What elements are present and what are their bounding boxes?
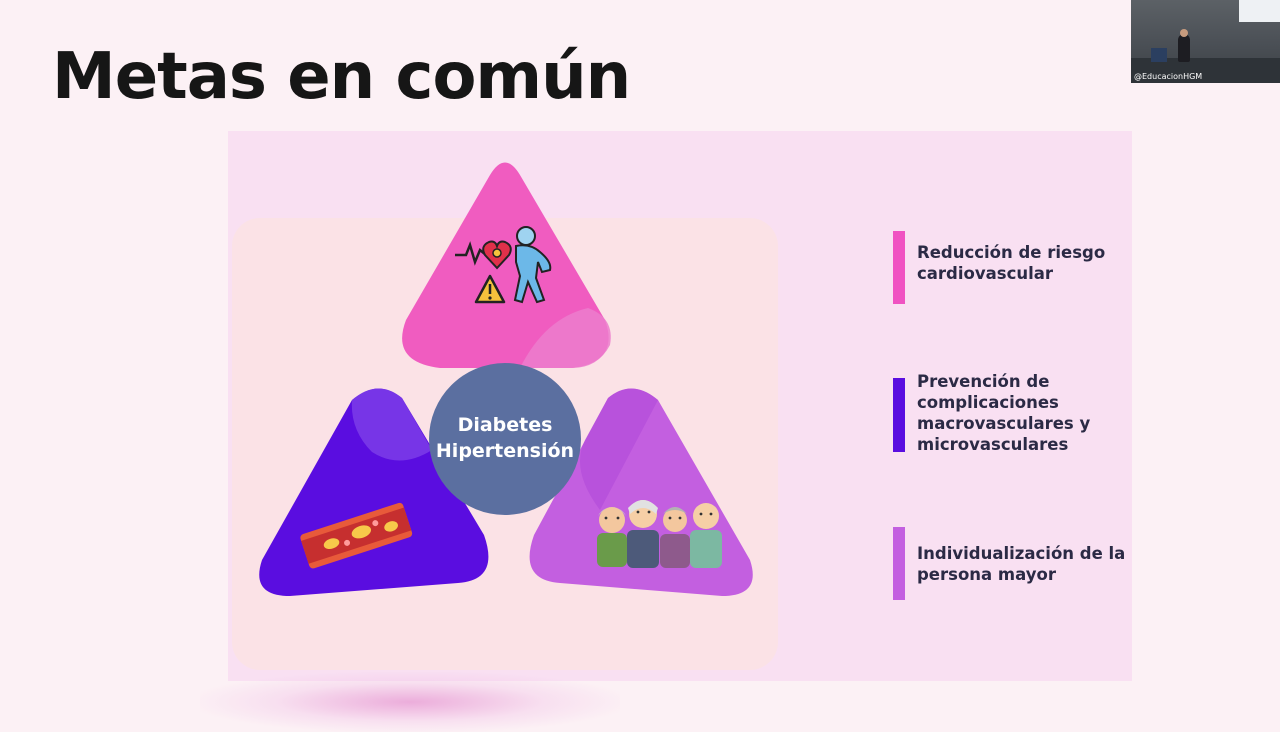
elderly-group-icon bbox=[597, 500, 722, 568]
projector-screen bbox=[1239, 0, 1280, 22]
segment-cardiovascular bbox=[402, 162, 611, 368]
pink-triangle-fold bbox=[520, 308, 611, 368]
desk bbox=[1131, 58, 1280, 83]
legend-text: Individualización de la persona mayor bbox=[917, 544, 1126, 584]
speaker-head bbox=[1180, 29, 1188, 37]
purple-triangle-fold bbox=[351, 388, 432, 461]
legend-bar-violet bbox=[893, 527, 905, 600]
heart-attack-icon bbox=[455, 226, 552, 304]
speaker bbox=[1178, 34, 1190, 62]
legend-bar-purple bbox=[893, 378, 905, 452]
blood-vessel-icon bbox=[300, 502, 413, 569]
center-circle bbox=[429, 363, 581, 515]
legend-text: Reducción de riesgo cardiovascular bbox=[917, 243, 1106, 283]
violet-triangle-fold bbox=[580, 388, 658, 510]
legend-bar-pink bbox=[893, 231, 905, 304]
center-label-hipertension: Hipertensión bbox=[436, 440, 574, 462]
segment-elderly bbox=[529, 388, 753, 596]
webcam-label: @EducacionHGM bbox=[1134, 72, 1203, 81]
segment-vascular bbox=[259, 388, 489, 596]
center-label-diabetes: Diabetes bbox=[458, 414, 553, 436]
podium bbox=[1151, 48, 1167, 62]
pink-triangle bbox=[402, 162, 609, 368]
legend-text: Prevención de complicaciones macrovascul… bbox=[917, 372, 1091, 454]
slide-title: Metas en común bbox=[52, 40, 631, 114]
webcam-thumbnail: @EducacionHGM bbox=[1131, 0, 1280, 83]
